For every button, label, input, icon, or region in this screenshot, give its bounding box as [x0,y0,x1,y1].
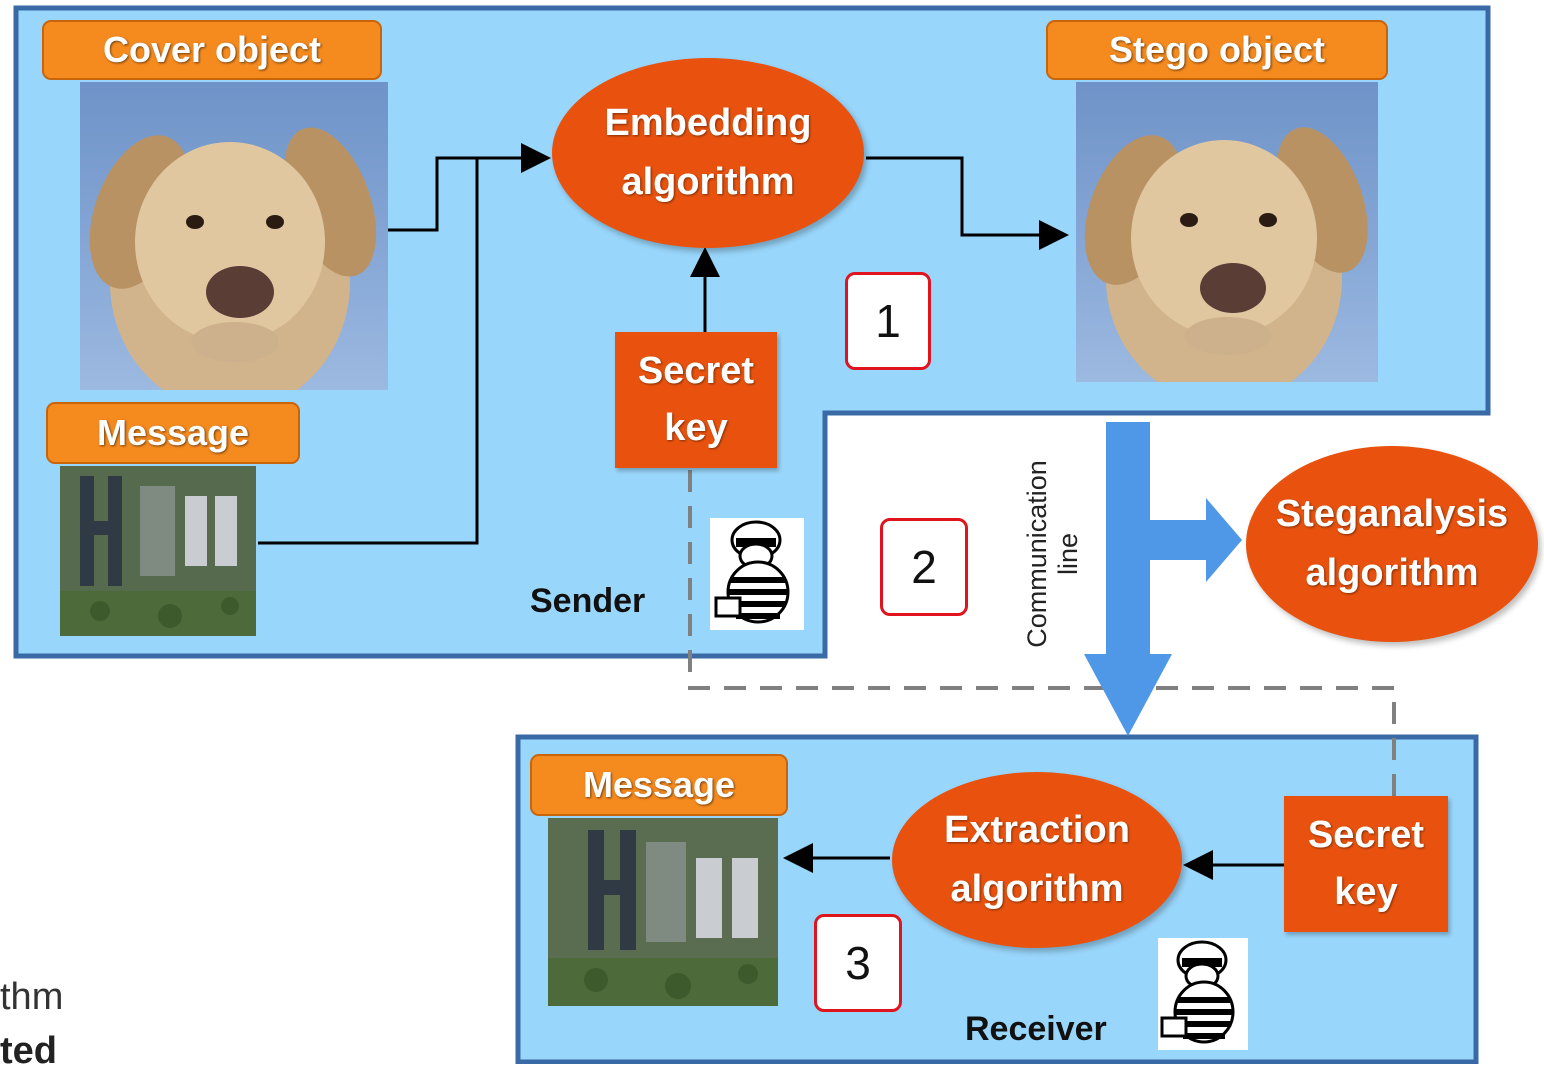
communication-arrow [1084,422,1172,736]
step-1-badge: 1 [845,272,931,370]
dog-photo-icon [89,127,377,390]
extraction-algorithm-node: Extraction algorithm [892,772,1182,948]
step-3-badge: 3 [814,914,902,1012]
steganalysis-algorithm-node: Steganalysis algorithm [1246,446,1538,642]
fragment-text-line2: ted [0,1030,57,1072]
receiver-eavesdropper [1158,938,1248,1050]
aerial-photo-icon [548,818,778,1006]
sender-eavesdropper [710,518,804,630]
cover-to-embedding-arrow [388,143,551,232]
embedding-line1: Embedding [604,102,812,145]
sender-secret-key-node: Secret key [615,332,777,468]
steganalysis-branch-arrow [1150,498,1242,582]
receiver-secret-key-line2: key [1334,871,1398,913]
communication-line-label-line1: Communication [1021,460,1052,648]
sender-role-label: Sender [530,582,646,620]
embedding-algorithm-node: Embedding algorithm [552,58,864,248]
embedding-line2: algorithm [621,161,795,203]
steganalysis-line1: Steganalysis [1275,493,1509,536]
key-share-dashed-line [688,470,1396,800]
burglar-icon [714,520,790,624]
cover-dog-photo [80,82,388,390]
receiver-message-aerial-photo [548,818,778,1006]
sender-message-label: Message [46,402,300,464]
steganalysis-line2: algorithm [1305,552,1479,594]
receiver-role-label: Receiver [965,1010,1107,1048]
receiver-secret-key-line1: Secret [1307,814,1425,856]
embedding-to-stego-arrow [866,156,1069,250]
stego-dog-photo [1076,82,1378,382]
sender-message-aerial-photo [60,466,256,636]
dog-photo-icon [1084,127,1368,382]
fragment-text-line1: thm [0,976,64,1018]
stego-object-label: Stego object [1046,20,1388,80]
communication-line-label-line2: line [1053,532,1083,576]
communication-line-label: Communication line [1017,436,1089,672]
extraction-line1: Extraction [944,809,1130,852]
sender-secret-key-line2: key [664,407,728,449]
cover-object-label: Cover object [42,20,382,80]
aerial-photo-icon [60,466,256,636]
receiver-message-label: Message [530,754,788,816]
message-to-embedding-arrow [258,158,479,545]
burglar-icon [1160,940,1235,1044]
extraction-line2: algorithm [950,868,1124,910]
sender-secret-key-line1: Secret [637,350,755,392]
step-2-badge: 2 [880,518,968,616]
receiver-secret-key-node: Secret key [1284,796,1448,932]
